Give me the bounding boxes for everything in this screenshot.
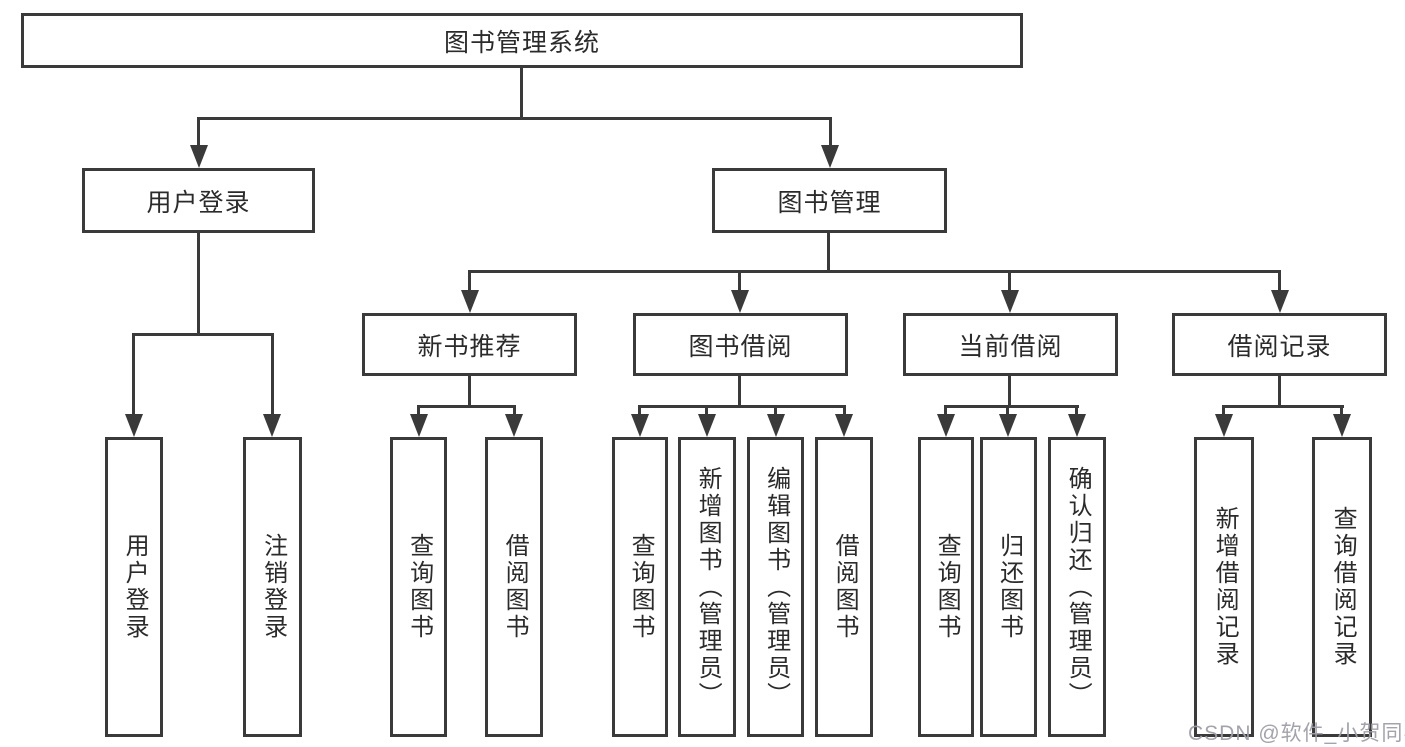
connector-leaf bbox=[944, 405, 947, 416]
connector-root-trunk bbox=[520, 68, 523, 118]
arrow-down-icon bbox=[505, 414, 523, 437]
arrow-down-icon bbox=[767, 414, 785, 437]
connector-leaf bbox=[705, 405, 708, 416]
connector-leaf bbox=[1340, 405, 1343, 416]
leaf-query-borrow-record: 查询借阅记录 bbox=[1312, 437, 1372, 737]
node-borrow-records: 借阅记录 bbox=[1172, 313, 1387, 376]
node-label: 查询图书 bbox=[933, 533, 961, 641]
node-new-book-recommend: 新书推荐 bbox=[362, 313, 577, 376]
leaf-return-books: 归还图书 bbox=[980, 437, 1037, 737]
node-label: 图书借阅 bbox=[688, 332, 793, 361]
connector-new-book-branch bbox=[417, 405, 516, 408]
node-label: 查询借阅记录 bbox=[1329, 506, 1357, 668]
leaf-borrow-books: 借阅图书 bbox=[815, 437, 873, 737]
connector-leaf bbox=[1006, 405, 1009, 416]
connector-level2-branch bbox=[198, 117, 832, 120]
leaf-add-borrow-record: 新增借阅记录 bbox=[1194, 437, 1254, 737]
arrow-down-icon bbox=[1271, 290, 1289, 313]
arrow-down-icon bbox=[1215, 414, 1233, 437]
node-label: 查询图书 bbox=[627, 533, 655, 641]
connector-leaf bbox=[1075, 405, 1078, 416]
connector-to-book-management bbox=[829, 117, 832, 146]
connector-to-new-book bbox=[468, 270, 471, 292]
connector-to-leaf-logout bbox=[271, 333, 274, 414]
arrow-down-icon bbox=[125, 414, 143, 437]
node-library-system: 图书管理系统 bbox=[21, 13, 1023, 68]
node-label: 用户登录 bbox=[121, 533, 149, 641]
node-label: 当前借阅 bbox=[958, 332, 1063, 361]
leaf-edit-book-admin: 编辑图书（管理员） bbox=[747, 437, 804, 737]
connector-book-borrow-branch bbox=[638, 405, 846, 408]
connector-current-borrow-stub bbox=[1008, 375, 1011, 408]
connector-leaf bbox=[774, 405, 777, 416]
node-label: 确认归还（管理员） bbox=[1064, 465, 1092, 709]
connector-borrow-records-stub bbox=[1278, 375, 1281, 408]
connector-groups-branch bbox=[468, 270, 1281, 273]
node-current-borrow: 当前借阅 bbox=[903, 313, 1118, 376]
node-label: 新增图书（管理员） bbox=[694, 465, 722, 709]
node-label: 查询图书 bbox=[405, 533, 433, 641]
leaf-confirm-return-admin: 确认归还（管理员） bbox=[1048, 437, 1106, 737]
arrow-down-icon bbox=[731, 290, 749, 313]
arrow-down-icon bbox=[821, 145, 839, 168]
arrow-down-icon bbox=[461, 290, 479, 313]
leaf-user-login: 用户登录 bbox=[105, 437, 163, 737]
connector-user-login-branch bbox=[132, 333, 274, 336]
arrow-down-icon bbox=[698, 414, 716, 437]
arrow-down-icon bbox=[410, 414, 428, 437]
connector-to-current-borrow bbox=[1008, 270, 1011, 292]
node-label: 归还图书 bbox=[995, 533, 1023, 641]
arrow-down-icon bbox=[631, 414, 649, 437]
node-label: 用户登录 bbox=[146, 188, 251, 217]
connector-leaf bbox=[843, 405, 846, 416]
arrow-down-icon bbox=[937, 414, 955, 437]
arrow-down-icon bbox=[1333, 414, 1351, 437]
arrow-down-icon bbox=[835, 414, 853, 437]
arrow-down-icon bbox=[263, 414, 281, 437]
connector-new-book-stub bbox=[468, 375, 471, 408]
leaf-query-books-recommend: 查询图书 bbox=[390, 437, 447, 737]
arrow-down-icon bbox=[1068, 414, 1086, 437]
connector-leaf bbox=[417, 405, 420, 416]
node-label: 新增借阅记录 bbox=[1211, 506, 1239, 668]
leaf-query-books-borrow: 查询图书 bbox=[612, 437, 668, 737]
node-label: 借阅图书 bbox=[831, 533, 859, 641]
connector-borrow-records-branch bbox=[1222, 405, 1344, 408]
node-label: 注销登录 bbox=[259, 533, 287, 641]
node-label: 借阅图书 bbox=[501, 533, 529, 641]
node-book-management: 图书管理 bbox=[712, 168, 947, 233]
connector-leaf bbox=[513, 405, 516, 416]
node-user-login: 用户登录 bbox=[82, 168, 315, 233]
leaf-add-book-admin: 新增图书（管理员） bbox=[678, 437, 736, 737]
connector-to-borrow-records bbox=[1278, 270, 1281, 292]
arrow-down-icon bbox=[1001, 290, 1019, 313]
node-label: 新书推荐 bbox=[417, 332, 522, 361]
node-label: 编辑图书（管理员） bbox=[762, 465, 790, 709]
arrow-down-icon bbox=[999, 414, 1017, 437]
node-label: 借阅记录 bbox=[1227, 332, 1332, 361]
node-book-borrow: 图书借阅 bbox=[633, 313, 848, 376]
csdn-watermark: CSDN @软件_小贺同学 bbox=[1188, 722, 1405, 745]
leaf-query-books-current: 查询图书 bbox=[918, 437, 974, 737]
connector-leaf bbox=[638, 405, 641, 416]
connector-to-user-login bbox=[197, 117, 200, 146]
connector-user-login-stub bbox=[197, 233, 200, 336]
leaf-borrow-books-recommend: 借阅图书 bbox=[485, 437, 543, 737]
connector-leaf bbox=[1222, 405, 1225, 416]
leaf-logout: 注销登录 bbox=[243, 437, 302, 737]
connector-to-leaf-user-login bbox=[132, 333, 135, 414]
connector-current-borrow-branch bbox=[944, 405, 1079, 408]
node-label: 图书管理 bbox=[777, 188, 882, 217]
connector-book-management-stub bbox=[827, 232, 830, 273]
connector-book-borrow-stub bbox=[738, 375, 741, 408]
node-label: 图书管理系统 bbox=[443, 28, 600, 57]
arrow-down-icon bbox=[190, 145, 208, 168]
connector-to-book-borrow bbox=[738, 270, 741, 292]
